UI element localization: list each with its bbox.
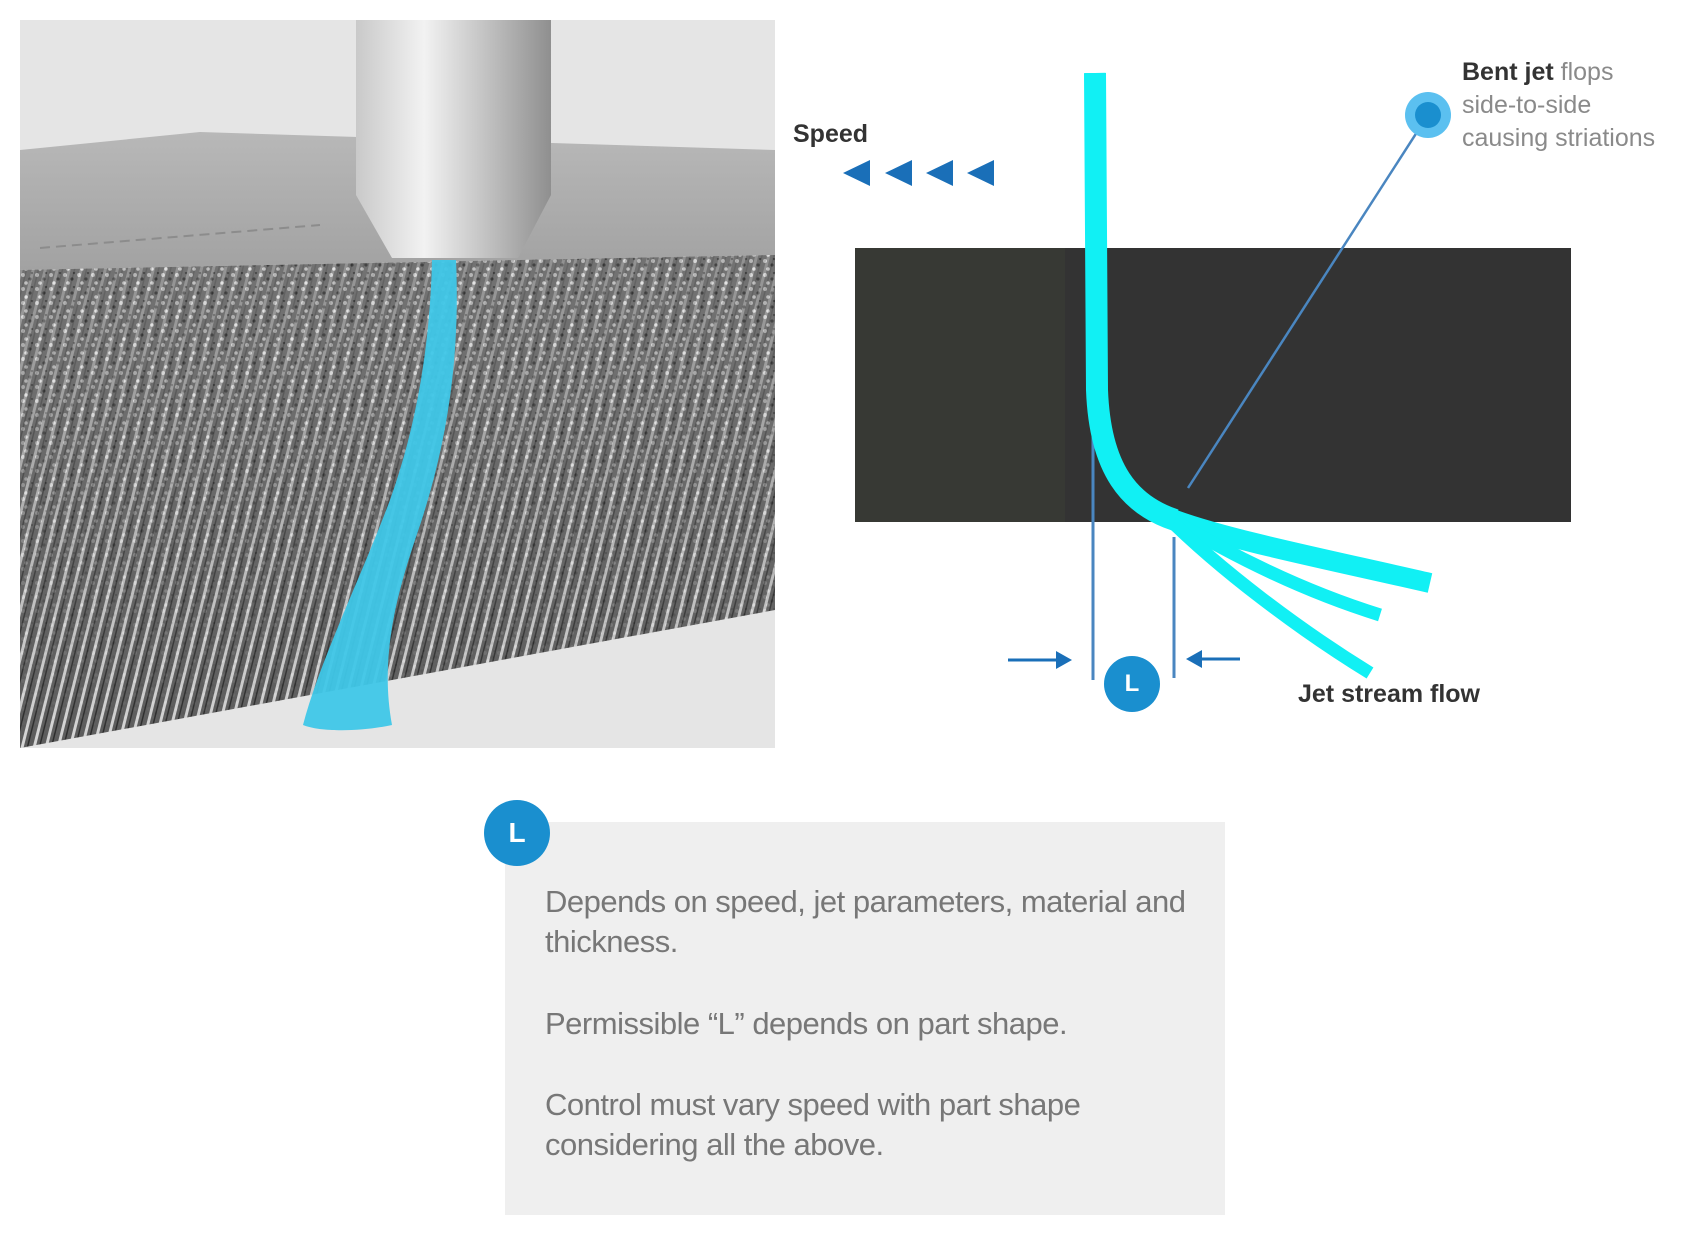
bent-jet-callout: Bent jet flops side-to-side causing stri…	[1462, 56, 1692, 155]
waterjet-photo-illustration	[20, 20, 775, 748]
lag-badge-info: L	[484, 800, 550, 866]
callout-text-line3: causing striations	[1462, 124, 1656, 152]
callout-bold-text: Bent jet	[1462, 58, 1554, 86]
speed-label: Speed	[793, 120, 869, 148]
callout-dot-inner	[1415, 102, 1441, 128]
info-paragraph-1: Depends on speed, jet parameters, materi…	[545, 884, 1186, 959]
jet-stream-flow-label: Jet stream flow	[1298, 680, 1481, 708]
lag-info-box: Depends on speed, jet parameters, materi…	[505, 822, 1225, 1215]
callout-text-line1: flops	[1553, 58, 1614, 86]
info-paragraph-3: Control must vary speed with part shape …	[545, 1087, 1081, 1162]
callout-pointer-line	[1186, 114, 1430, 489]
lag-badge-diagram: L	[1104, 656, 1160, 712]
jet-stream	[1084, 72, 1433, 679]
info-paragraph-2: Permissible “L” depends on part shape.	[545, 1006, 1068, 1041]
dimension-arrow-right-icon	[1008, 651, 1072, 669]
waterjet-cut-photo	[20, 20, 775, 748]
dimension-arrow-left-icon	[1186, 650, 1240, 668]
speed-arrows-icon	[843, 160, 994, 186]
callout-text-line2: side-to-side	[1462, 91, 1592, 119]
jet-lag-diagram	[843, 72, 1571, 680]
